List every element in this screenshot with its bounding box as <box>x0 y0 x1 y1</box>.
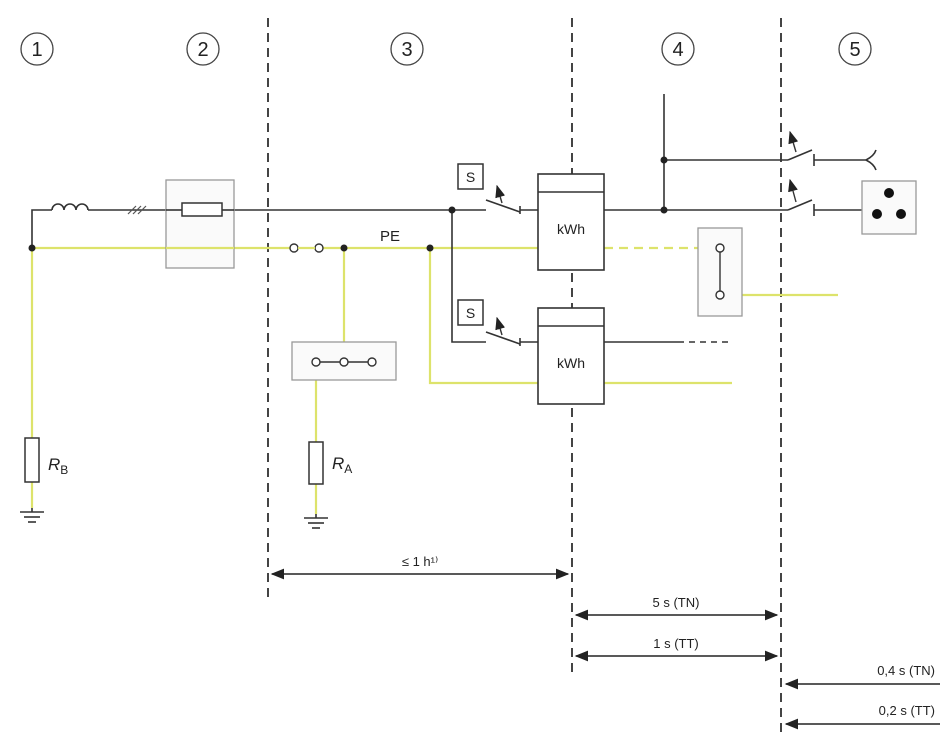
pe-terminal-left <box>289 243 299 253</box>
pe-conductors <box>30 246 838 514</box>
resistor-ra: RA <box>304 441 352 529</box>
switch-arrows <box>495 130 799 336</box>
time-zone4-tt: 1 s (TT) <box>653 636 699 651</box>
earth-bar <box>291 341 397 381</box>
ra-label: RA <box>332 454 352 476</box>
phase-from-transformer <box>31 209 52 248</box>
phase-branch-down <box>451 210 486 343</box>
socket-outlet <box>861 180 917 235</box>
phase-conductors <box>31 94 877 346</box>
pe-terminals <box>289 243 324 253</box>
time-labels: ≤ 1 h¹⁾ 5 s (TN) 1 s (TT) 0,4 s (TN) 0,2… <box>402 554 935 718</box>
time-zone5-tn: 0,4 s (TN) <box>877 663 935 678</box>
transformer-coil-icon <box>51 203 89 211</box>
meter-top-label: kWh <box>557 221 585 237</box>
rb-label: RB <box>48 455 68 477</box>
zone5-upper-arrow <box>788 130 799 153</box>
zone-number-1: 1 <box>31 39 42 61</box>
ground-icon-rb <box>20 508 44 523</box>
pe-terminal-right <box>314 243 324 253</box>
zone-number-2: 2 <box>197 39 208 61</box>
pe-label: PE <box>380 228 400 245</box>
zone-number-4: 4 <box>672 39 683 61</box>
socket-pin-left <box>872 209 882 219</box>
pe-to-second-meter <box>428 248 732 385</box>
zone-number-3: 3 <box>401 39 412 61</box>
fuse-icon <box>181 202 223 217</box>
time-zone3: ≤ 1 h¹⁾ <box>402 554 438 569</box>
zone-number-5: 5 <box>849 39 860 61</box>
switch-s-bottom: S <box>457 299 484 326</box>
zone-marker-3: 3 <box>390 32 424 66</box>
meter-bottom-label: kWh <box>557 355 585 371</box>
resistor-rb: RB <box>20 437 68 523</box>
switch-s-top-label: S <box>466 169 475 185</box>
ground-icon-ra <box>304 514 328 529</box>
zone5-upper-outlet-icon <box>865 149 877 171</box>
time-arrows <box>270 568 940 730</box>
switch-top-blade <box>485 199 521 213</box>
time-zone5-tt: 0,2 s (TT) <box>879 703 935 718</box>
socket-pin-right <box>896 209 906 219</box>
socket-pin-top <box>884 188 894 198</box>
switch-s-top: S <box>457 163 484 190</box>
meter-top: kWh <box>537 173 605 271</box>
zone5-lower-arrow <box>788 178 798 203</box>
zone-numbers: 1 2 3 4 5 <box>20 32 872 66</box>
junction-dots <box>28 156 668 252</box>
zone-marker-1: 1 <box>20 32 54 66</box>
zone-marker-5: 5 <box>838 32 872 66</box>
pe-junction-box <box>697 227 743 317</box>
switch-bottom-arrow <box>495 316 506 336</box>
switch-top-arrow <box>495 184 506 204</box>
cable-break-icon <box>127 205 147 215</box>
meter-bottom: kWh <box>537 307 605 405</box>
zone-marker-4: 4 <box>661 32 695 66</box>
zone5-lower-switch-blade <box>787 199 813 211</box>
zone-separators <box>267 18 782 738</box>
switch-bottom-blade <box>485 331 521 345</box>
zone-marker-2: 2 <box>186 32 220 66</box>
time-zone4-tn: 5 s (TN) <box>653 595 700 610</box>
switch-s-bottom-label: S <box>466 305 475 321</box>
zone5-upper-switch-blade <box>787 149 813 161</box>
fuse-panel <box>165 179 235 269</box>
